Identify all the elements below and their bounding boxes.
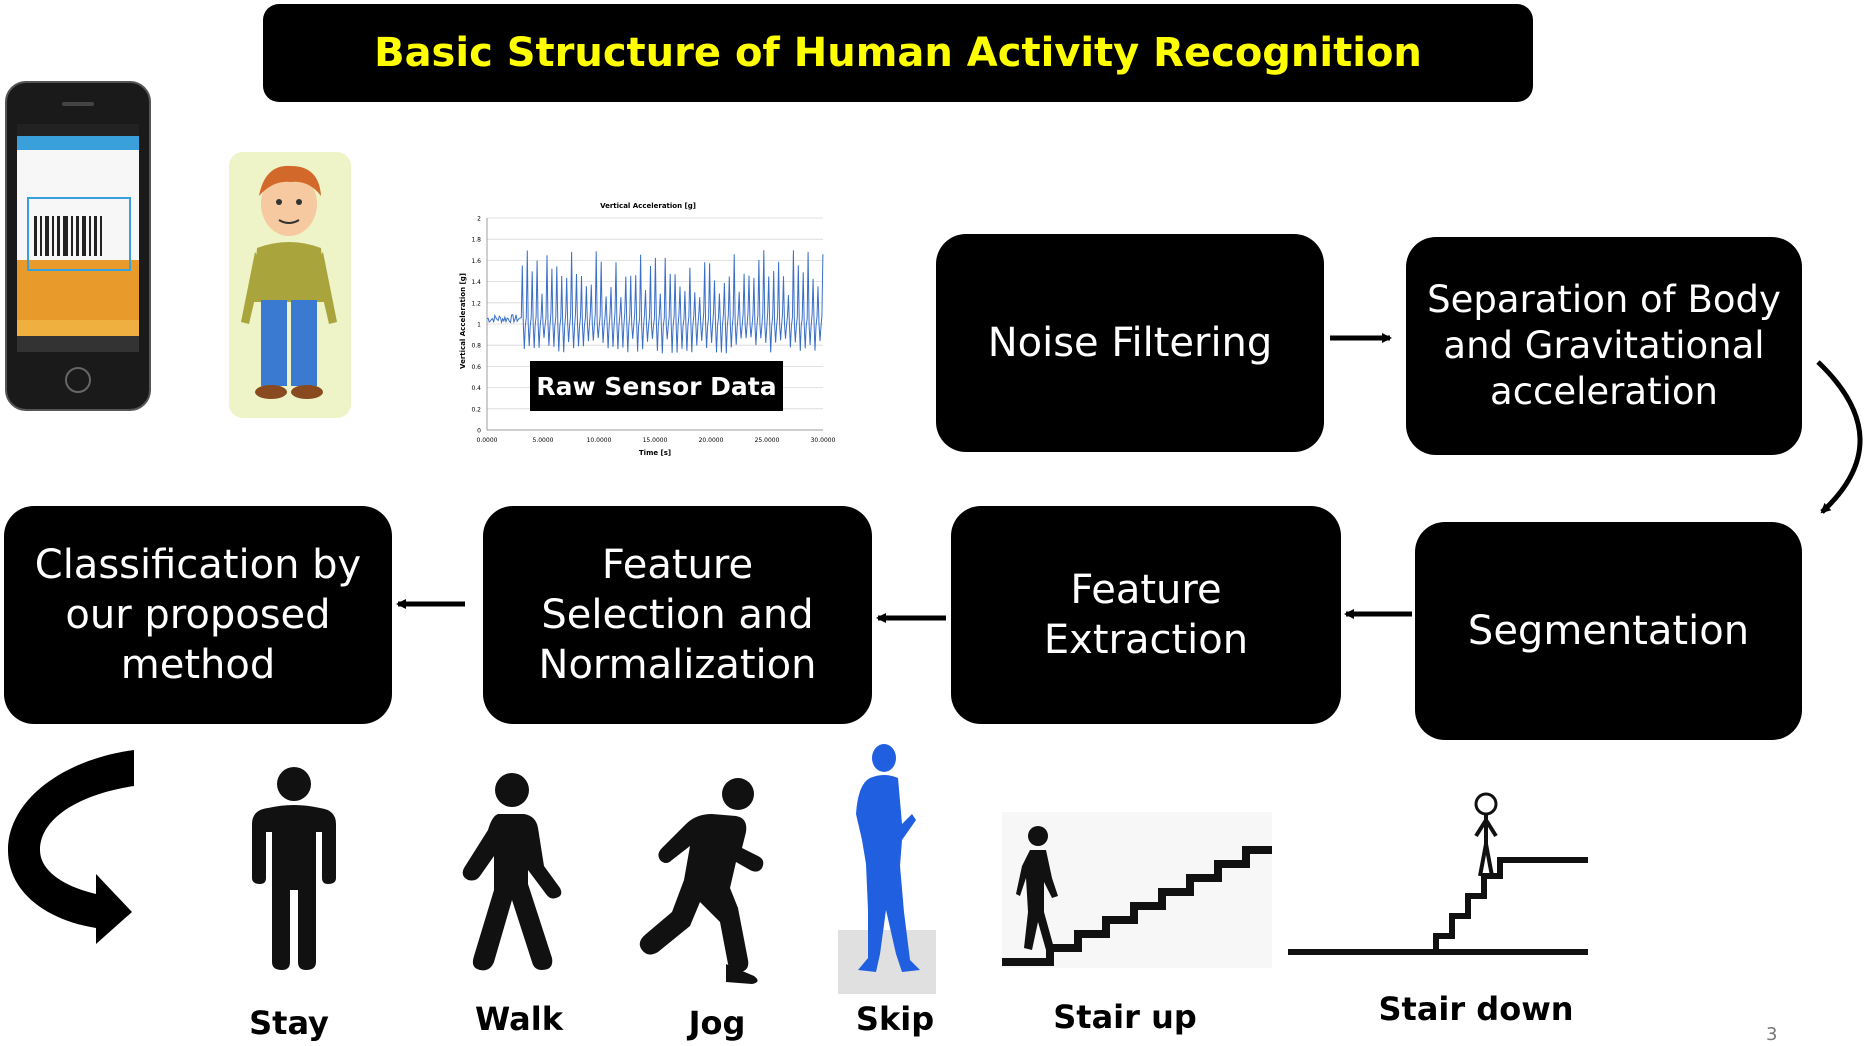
chart-y-tick: 1.2 (471, 300, 481, 307)
jog-person-icon (639, 778, 764, 984)
chart-title: Vertical Acceleration [g] (600, 202, 696, 210)
activity-label-stair-up: Stair up (1053, 998, 1197, 1036)
chart-y-label: Vertical Acceleration [g] (459, 273, 467, 369)
chart-y-tick: 0 (477, 428, 481, 435)
smartphone-icon (5, 81, 151, 411)
chart-axes (486, 218, 823, 431)
activity-label-stair-down: Stair down (1378, 990, 1574, 1028)
feature-selection-box: Feature Selection and Normalization (483, 506, 872, 724)
chart-y-tick: 1.8 (471, 237, 481, 244)
chart-y-tick: 2 (477, 216, 481, 223)
feature-extraction-box: Feature Extraction (951, 506, 1341, 724)
chart-y-tick: 1.6 (471, 258, 481, 265)
chart-x-tick: 5.0000 (533, 437, 554, 444)
chart-x-tick: 10.0000 (587, 437, 612, 444)
classification-box: Classification by our proposed method (4, 506, 392, 724)
activity-label-skip: Skip (855, 1000, 935, 1038)
chart-y-tick: 0.2 (471, 406, 481, 413)
activity-label-jog: Jog (688, 1004, 746, 1042)
page-number: 3 (1766, 1024, 1778, 1045)
arrow-separation-to-segmentation (1816, 360, 1863, 514)
curved-arrow-icon (8, 750, 134, 944)
page-title: Basic Structure of Human Activity Recogn… (263, 4, 1533, 102)
activity-label-walk: Walk (475, 1000, 563, 1038)
chart-x-tick: 15.0000 (643, 437, 668, 444)
raw-sensor-label: Raw Sensor Data (530, 361, 783, 411)
chart-y-tick: 0.4 (471, 385, 481, 392)
skip-person-icon (838, 744, 936, 994)
walk-person-icon (462, 773, 562, 971)
chart-x-tick: 20.0000 (699, 437, 724, 444)
chart-x-label: Time [s] (639, 449, 671, 457)
chart-y-tick: 1 (477, 322, 481, 329)
activity-label-stay: Stay (249, 1004, 329, 1042)
segmentation-box: Segmentation (1415, 522, 1802, 740)
chart-x-tick: 25.0000 (755, 437, 780, 444)
stay-person-icon (252, 767, 336, 970)
chart-x-tick: 0.0000 (477, 437, 498, 444)
stair-down-icon (1288, 792, 1588, 955)
stair-up-icon (1002, 812, 1272, 968)
signal-line (486, 250, 824, 354)
child-avatar-icon (229, 152, 351, 418)
separation-box: Separation of Body and Gravitational acc… (1406, 237, 1802, 455)
chart-x-tick: 30.0000 (811, 437, 836, 444)
chart-y-tick: 1.4 (471, 279, 481, 286)
chart-y-tick: 0.6 (471, 364, 481, 371)
chart-y-tick: 0.8 (471, 343, 481, 350)
noise-filtering-box: Noise Filtering (936, 234, 1324, 452)
